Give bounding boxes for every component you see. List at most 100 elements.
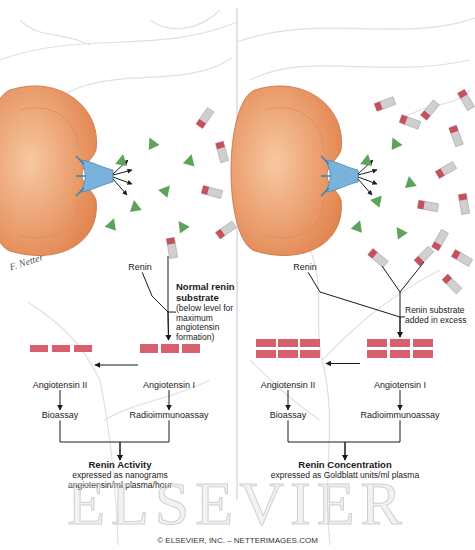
- angiotensin-block: [140, 344, 158, 353]
- flow-node: Radioimmunoassay: [355, 410, 445, 420]
- substrate-piece: [451, 250, 472, 267]
- flow-node: Angiotensin I: [360, 337, 440, 390]
- flow-node: Renin: [285, 262, 325, 272]
- renin-triangle: [392, 224, 408, 240]
- angiotensin-block: [390, 339, 410, 347]
- flow-node: Angiotensin II: [25, 340, 95, 390]
- substrate-piece: [458, 193, 469, 214]
- angiotensin-block: [367, 339, 387, 347]
- flow-arrow: [60, 420, 120, 460]
- node-heading: Angiotensin II: [250, 380, 326, 390]
- flow-arrow: [169, 390, 170, 410]
- node-heading: Renin substrate added in excess: [405, 306, 475, 326]
- angiotensin-block: [278, 339, 298, 347]
- node-heading: Renin: [285, 262, 325, 272]
- substrate-piece: [458, 89, 475, 110]
- renin-triangle: [158, 182, 174, 198]
- substrate-piece: [417, 200, 438, 211]
- angiotensin-block: [182, 344, 200, 353]
- angiotensin-block: [300, 350, 320, 358]
- substrate-piece: [414, 246, 434, 266]
- substrate-piece: [216, 221, 237, 239]
- node-heading: Radioimmunoassay: [355, 410, 445, 420]
- node-heading: Normal renin substrate: [176, 282, 240, 304]
- renin-molecules: [105, 135, 417, 240]
- flow-node: Bioassay: [258, 410, 318, 420]
- artist-signature: F. Netter: [8, 251, 45, 272]
- angiotensin-block: [413, 339, 433, 347]
- flow-arrow: [288, 390, 289, 410]
- kidney: [0, 86, 132, 256]
- copyright-note: © ELSEVIER, INC. – NETTERIMAGES.COM: [0, 536, 475, 545]
- angiotensin-block: [30, 345, 48, 352]
- flow-node: Normal renin substrate(below level for m…: [176, 282, 240, 343]
- panel-divider: [237, 8, 238, 500]
- leader-line: [168, 256, 169, 312]
- renin-triangle: [128, 199, 142, 212]
- angiotensin-block: [52, 345, 70, 352]
- renin-triangle: [370, 192, 386, 208]
- angiotensin-blocks: [30, 339, 433, 358]
- substrate-piece: [166, 237, 177, 258]
- substrate-piece: [442, 274, 462, 294]
- node-heading: Angiotensin I: [138, 380, 200, 390]
- substrate-piece: [201, 186, 222, 199]
- flow-arrow: [142, 272, 168, 340]
- flow-arrow: [400, 317, 405, 337]
- flow-arrow: [400, 390, 401, 410]
- angiotensin-block: [278, 350, 298, 358]
- node-heading: Angiotensin I: [360, 380, 440, 390]
- flow-arrow: [345, 420, 400, 460]
- flow-arrow: [326, 363, 360, 364]
- flow-node: Angiotensin II: [250, 337, 326, 390]
- flow-arrow: [120, 420, 169, 460]
- flow-arrow: [168, 312, 176, 340]
- watermark: ELSEVIER: [0, 468, 475, 539]
- substrate-piece: [449, 125, 463, 147]
- substrate-piece: [368, 249, 388, 268]
- flow-arrow: [308, 272, 400, 337]
- flow-node: Renin substrate added in excess: [405, 306, 475, 326]
- kidney: [231, 86, 377, 256]
- flow-node: Radioimmunoassay: [124, 410, 214, 420]
- substrate-piece: [399, 115, 421, 129]
- substrate-piece: [435, 162, 456, 179]
- renin-triangle: [403, 175, 417, 188]
- substrate-piece: [432, 229, 449, 250]
- angiotensin-block: [413, 350, 433, 358]
- substrate-molecules: [166, 89, 474, 294]
- node-heading: Renin: [120, 262, 160, 272]
- renin-triangle: [115, 153, 129, 166]
- flow-arrow: [288, 420, 345, 460]
- renin-triangle: [387, 135, 403, 150]
- node-heading: Radioimmunoassay: [124, 410, 214, 420]
- renin-triangle: [183, 153, 197, 167]
- renin-triangle: [360, 153, 374, 166]
- angiotensin-block: [256, 350, 276, 358]
- node-body: (below level for maximum angiotensin for…: [176, 304, 240, 343]
- node-heading: Bioassay: [30, 410, 90, 420]
- angiotensin-block: [74, 345, 92, 352]
- flow-node: Renin: [120, 262, 160, 272]
- angiotensin-block: [161, 344, 179, 353]
- renin-triangle: [105, 216, 120, 230]
- renin-triangle: [144, 135, 160, 150]
- angiotensin-block: [256, 339, 276, 347]
- node-heading: Angiotensin II: [25, 380, 95, 390]
- angiotensin-block: [367, 350, 387, 358]
- flow-arrow: [60, 390, 61, 410]
- angiotensin-block: [300, 339, 320, 347]
- node-heading: Bioassay: [258, 410, 318, 420]
- angiotensin-block: [390, 350, 410, 358]
- flow-node: Bioassay: [30, 410, 90, 420]
- renin-triangle: [174, 218, 190, 234]
- substrate-piece: [196, 108, 214, 129]
- substrate-piece: [421, 100, 440, 120]
- flow-node: Angiotensin I: [138, 340, 200, 390]
- flow-arrow: [95, 365, 138, 366]
- substrate-piece: [216, 141, 229, 162]
- substrate-piece: [374, 97, 396, 111]
